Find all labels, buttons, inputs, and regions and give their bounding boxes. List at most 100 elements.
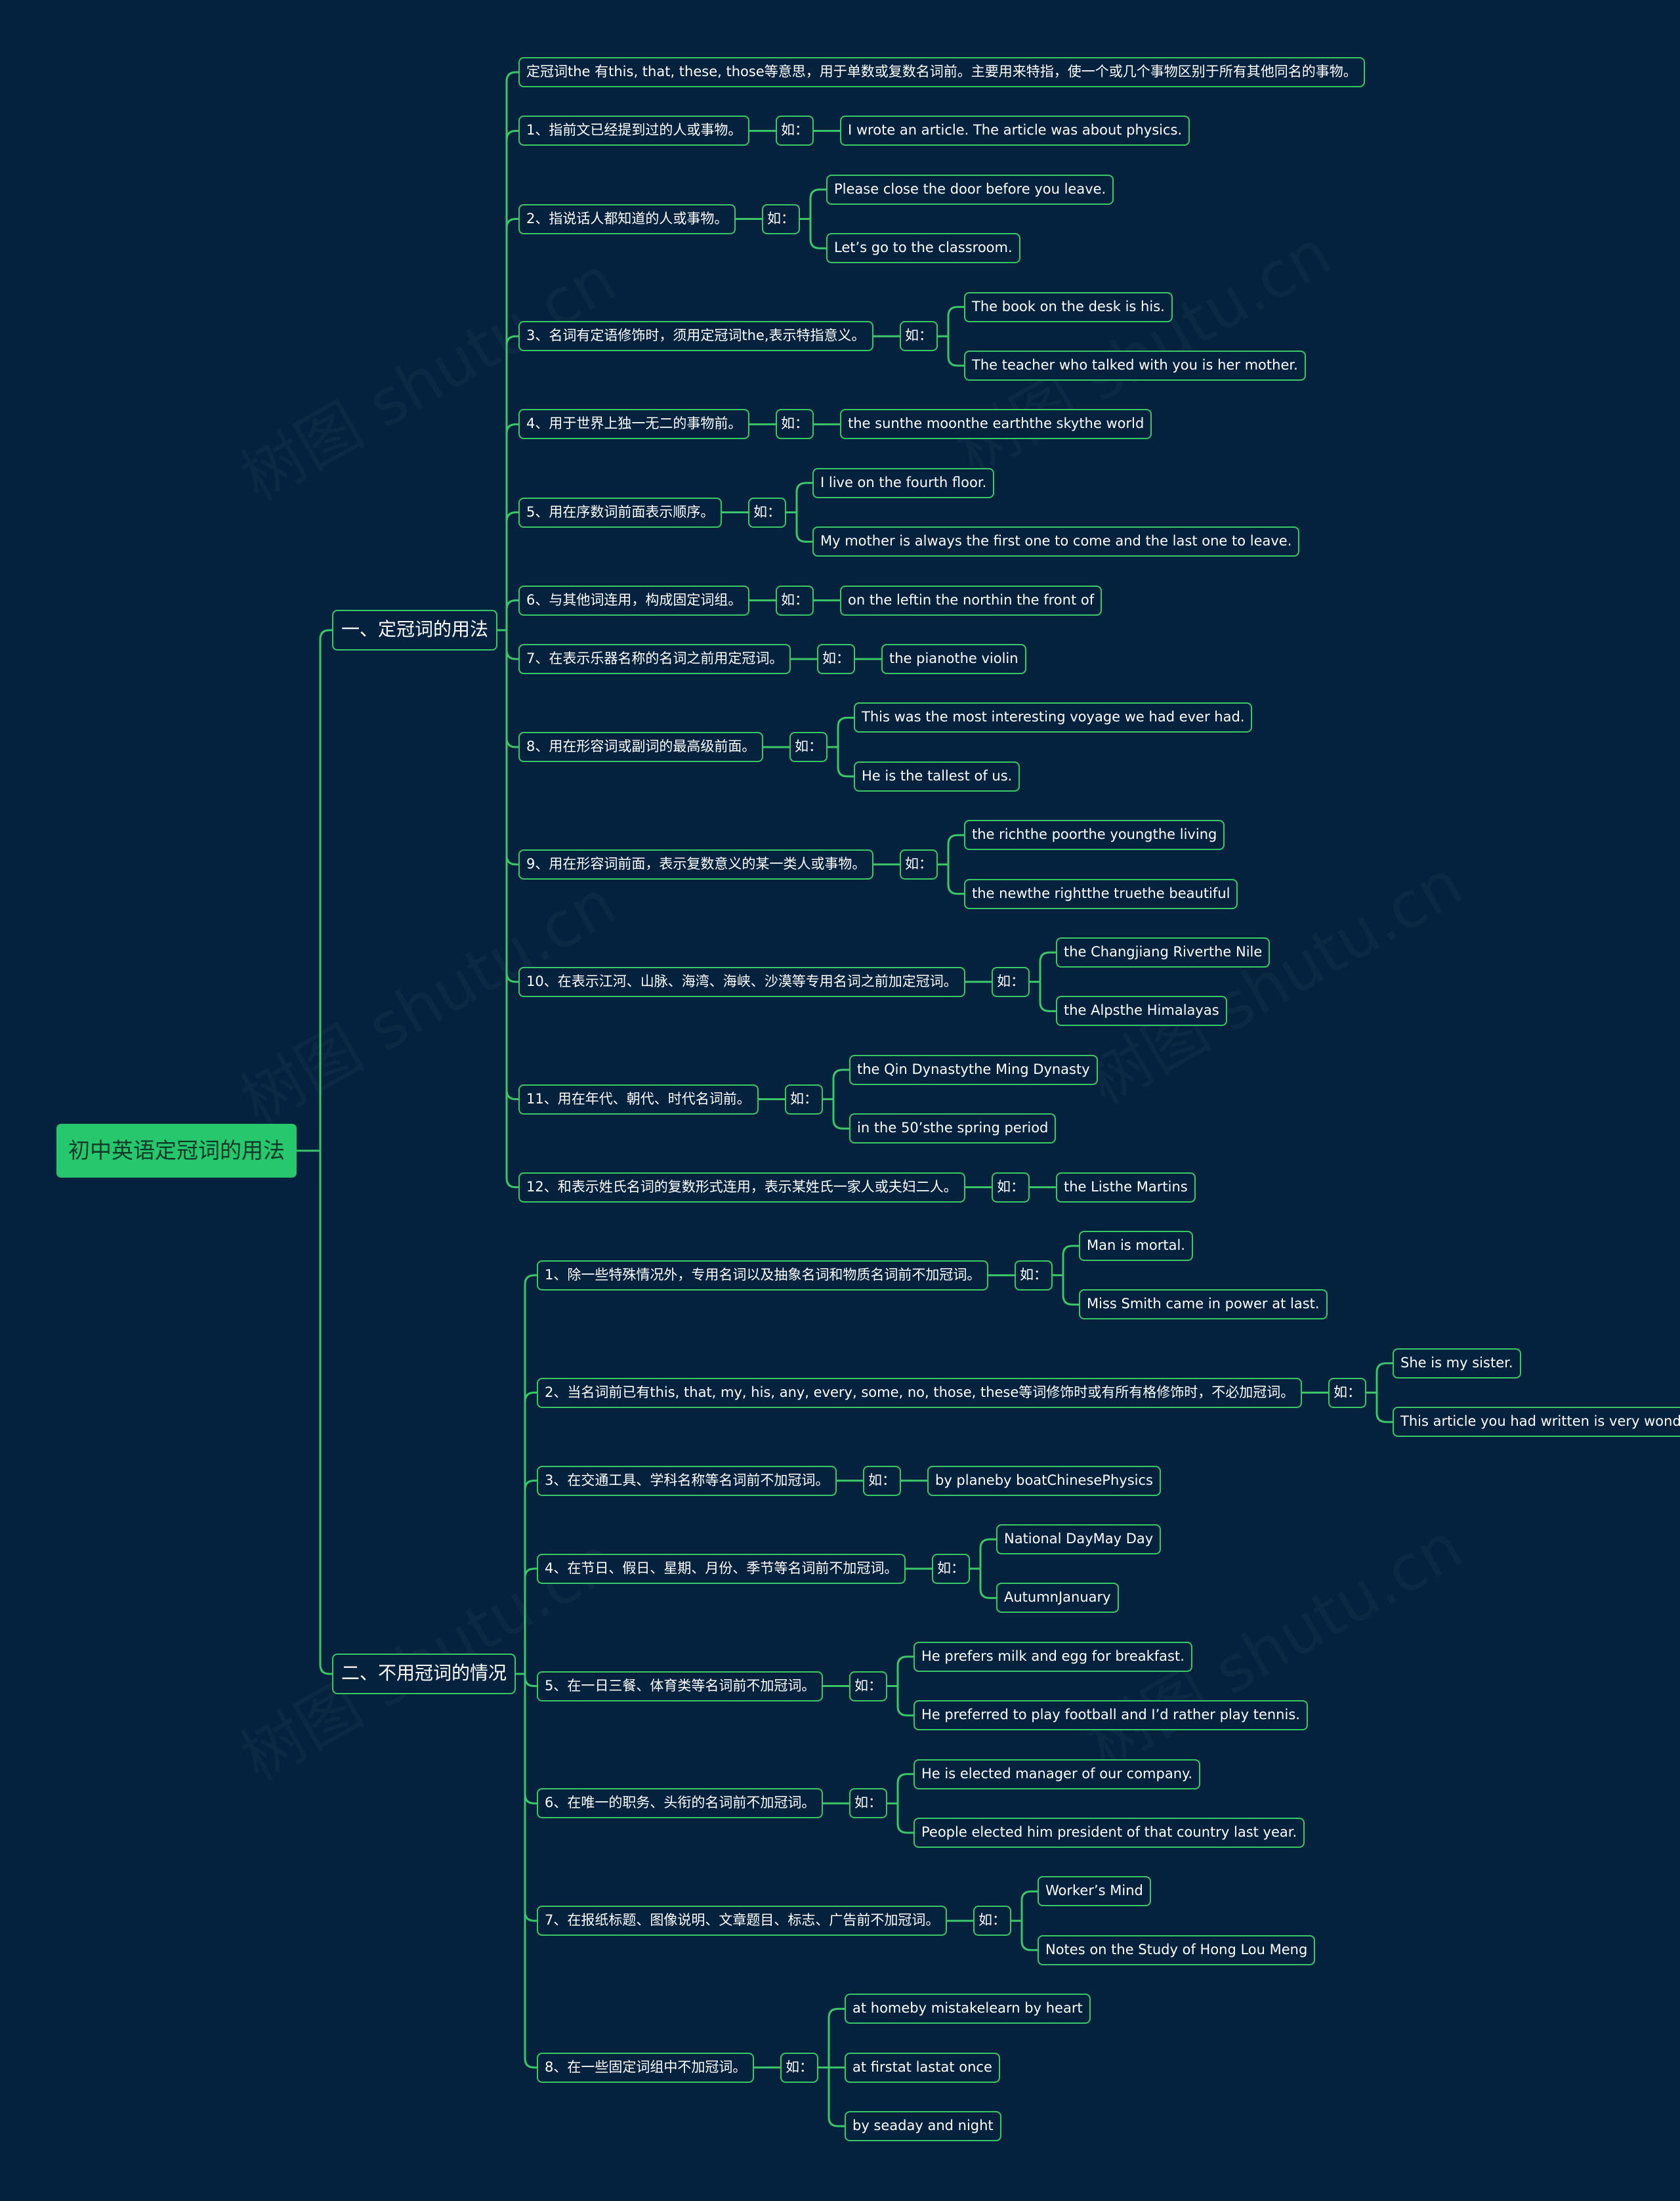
example-label-1-6[interactable]: 如： xyxy=(776,585,814,616)
example-connector xyxy=(1020,1921,1038,1952)
example-label-1-3[interactable]: 如： xyxy=(900,321,938,352)
example-label-1-4[interactable]: 如： xyxy=(776,409,814,440)
rule-1-1[interactable]: 1、指前文已经提到过的人或事物。 xyxy=(518,116,750,146)
example-label-2-4[interactable]: 如： xyxy=(849,1671,887,1701)
example-2-3-0[interactable]: National DayMay Day xyxy=(996,1524,1162,1554)
branch-connector xyxy=(505,335,518,630)
example-2-6-0[interactable]: Worker’s Mind xyxy=(1038,1876,1151,1907)
rule-1-4[interactable]: 4、用于世界上独一无二的事物前。 xyxy=(518,409,750,440)
example-connector xyxy=(837,747,854,778)
example-1-5-1[interactable]: My mother is always the first one to com… xyxy=(812,526,1300,557)
example-label-2-1[interactable]: 如： xyxy=(1328,1377,1366,1408)
branch-connector xyxy=(505,630,518,1189)
example-label-1-7[interactable]: 如： xyxy=(817,644,855,674)
example-connector xyxy=(795,482,812,513)
rule-2-6[interactable]: 7、在报纸标题、图像说明、文章题目、标志、广告前不加冠词。 xyxy=(537,1906,948,1936)
example-2-7-1[interactable]: at firstat lastat once xyxy=(845,2052,1000,2083)
example-1-2-0[interactable]: Please close the door before you leave. xyxy=(826,174,1114,205)
example-connector xyxy=(809,219,826,249)
rule-1-8[interactable]: 8、用在形容词或副词的最高级前面。 xyxy=(518,732,764,763)
example-label-2-6[interactable]: 如： xyxy=(973,1906,1011,1936)
example-label-1-10[interactable]: 如： xyxy=(992,966,1030,997)
example-connector xyxy=(1376,1392,1393,1423)
branch-2[interactable]: 二、不用冠词的情况 xyxy=(332,1654,516,1694)
example-label-1-9[interactable]: 如： xyxy=(900,849,938,880)
rule-2-5[interactable]: 6、在唯一的职务、头衔的名词前不加冠词。 xyxy=(537,1788,824,1819)
rule-2-1[interactable]: 2、当名词前已有this, that, my, his, any, every,… xyxy=(537,1377,1303,1408)
branch-connector xyxy=(505,218,518,630)
rule-1-7[interactable]: 7、在表示乐器名称的名词之前用定冠词。 xyxy=(518,644,791,674)
branch-connector xyxy=(524,1568,537,1674)
rule-1-3[interactable]: 3、名词有定语修饰时，须用定冠词the,表示特指意义。 xyxy=(518,321,873,352)
example-connector xyxy=(837,716,854,748)
example-label-2-2[interactable]: 如： xyxy=(863,1465,901,1496)
example-2-1-1[interactable]: This article you had written is very won… xyxy=(1393,1407,1680,1438)
example-1-10-0[interactable]: the Changjiang Riverthe Nile xyxy=(1056,937,1270,968)
example-2-7-2[interactable]: by seaday and night xyxy=(845,2111,1001,2141)
example-label-1-12[interactable]: 如： xyxy=(992,1172,1030,1203)
example-label-2-5[interactable]: 如： xyxy=(849,1788,887,1819)
example-label-1-8[interactable]: 如： xyxy=(789,732,828,763)
rule-2-2[interactable]: 3、在交通工具、学科名称等名词前不加冠词。 xyxy=(537,1465,837,1496)
rule-2-7[interactable]: 8、在一些固定词组中不加冠词。 xyxy=(537,2052,755,2083)
example-1-4-0[interactable]: the sunthe moonthe earththe skythe world xyxy=(840,409,1152,440)
example-label-2-7[interactable]: 如： xyxy=(780,2052,818,2083)
rule-2-0[interactable]: 1、除一些特殊情况外，专用名词以及抽象名词和物质名词前不加冠词。 xyxy=(537,1260,989,1291)
example-1-11-0[interactable]: the Qin Dynastythe Ming Dynasty xyxy=(849,1054,1098,1085)
example-2-1-0[interactable]: She is my sister. xyxy=(1393,1348,1521,1378)
branch-1[interactable]: 一、定冠词的用法 xyxy=(332,610,498,651)
rule-1-5[interactable]: 5、用在序数词前面表示顺序。 xyxy=(518,497,723,528)
example-label-2-0[interactable]: 如： xyxy=(1015,1260,1053,1291)
example-2-5-0[interactable]: He is elected manager of our company. xyxy=(914,1759,1201,1789)
example-1-6-0[interactable]: on the leftin the northin the front of xyxy=(840,585,1102,616)
example-1-8-1[interactable]: He is the tallest of us. xyxy=(854,761,1020,792)
rule-1-2[interactable]: 2、指说话人都知道的人或事物。 xyxy=(518,203,736,234)
example-1-9-0[interactable]: the richthe poorthe youngthe living xyxy=(964,820,1225,851)
example-2-4-1[interactable]: He preferred to play football and I’d ra… xyxy=(914,1700,1308,1731)
example-2-5-1[interactable]: People elected him president of that cou… xyxy=(914,1818,1305,1848)
root-topic[interactable]: 初中英语定冠词的用法 xyxy=(56,1124,297,1178)
rule-1-6[interactable]: 6、与其他词连用，构成固定词组。 xyxy=(518,585,750,616)
example-connector xyxy=(896,1773,914,1804)
example-1-3-1[interactable]: The teacher who talked with you is her m… xyxy=(964,351,1306,381)
example-2-7-0[interactable]: at homeby mistakelearn by heart xyxy=(845,1994,1091,2024)
example-2-0-0[interactable]: Man is mortal. xyxy=(1079,1231,1193,1261)
branch-connector xyxy=(524,1674,537,1922)
example-2-0-1[interactable]: Miss Smith came in power at last. xyxy=(1079,1289,1328,1320)
rule-2-3[interactable]: 4、在节日、假日、星期、月份、季节等名词前不加冠词。 xyxy=(537,1553,906,1584)
branch-connector xyxy=(505,630,518,983)
example-label-1-1[interactable]: 如： xyxy=(776,116,814,146)
root-connector xyxy=(319,629,332,1151)
branch-connector xyxy=(505,630,518,660)
rule-1-12[interactable]: 12、和表示姓氏名词的复数形式连用，表示某姓氏一家人或夫妇二人。 xyxy=(518,1172,965,1203)
example-label-2-3[interactable]: 如： xyxy=(932,1553,970,1584)
example-label-1-5[interactable]: 如： xyxy=(748,497,786,528)
example-1-8-0[interactable]: This was the most interesting voyage we … xyxy=(854,702,1253,733)
example-2-6-1[interactable]: Notes on the Study of Hong Lou Meng xyxy=(1038,1934,1316,1965)
example-2-3-1[interactable]: AutumnJanuary xyxy=(996,1583,1119,1613)
rule-1-0[interactable]: 定冠词the 有this, that, these, those等意思，用于单数… xyxy=(518,57,1365,87)
rule-1-10[interactable]: 10、在表示江河、山脉、海湾、海峡、沙漠等专用名词之前加定冠词。 xyxy=(518,966,965,997)
rule-2-4[interactable]: 5、在一日三餐、体育类等名词前不加冠词。 xyxy=(537,1671,824,1701)
example-2-4-0[interactable]: He prefers milk and egg for breakfast. xyxy=(914,1641,1192,1672)
branch-connector xyxy=(524,1392,537,1674)
example-1-2-1[interactable]: Let’s go to the classroom. xyxy=(826,233,1020,264)
example-1-11-1[interactable]: in the 50’sthe spring period xyxy=(849,1113,1057,1144)
example-label-1-11[interactable]: 如： xyxy=(785,1084,823,1115)
example-1-7-0[interactable]: the pianothe violin xyxy=(881,644,1026,674)
example-1-10-1[interactable]: the Alpsthe Himalayas xyxy=(1056,996,1227,1027)
example-1-9-1[interactable]: the newthe rightthe truethe beautiful xyxy=(964,878,1238,909)
example-connector xyxy=(947,864,964,895)
rule-1-11[interactable]: 11、用在年代、朝代、时代名词前。 xyxy=(518,1084,759,1115)
example-label-1-2[interactable]: 如： xyxy=(762,203,800,234)
example-2-2-0[interactable]: by planeby boatChinesePhysics xyxy=(927,1465,1161,1496)
example-1-1-0[interactable]: I wrote an article. The article was abou… xyxy=(840,116,1190,146)
example-1-3-0[interactable]: The book on the desk is his. xyxy=(964,291,1173,322)
rule-1-9[interactable]: 9、用在形容词前面，表示复数意义的某一类人或事物。 xyxy=(518,849,874,880)
example-connector xyxy=(828,2007,845,2068)
example-connector xyxy=(828,2067,845,2127)
example-1-5-0[interactable]: I live on the fourth floor. xyxy=(812,467,995,498)
example-1-12-0[interactable]: the Listhe Martins xyxy=(1056,1172,1196,1203)
